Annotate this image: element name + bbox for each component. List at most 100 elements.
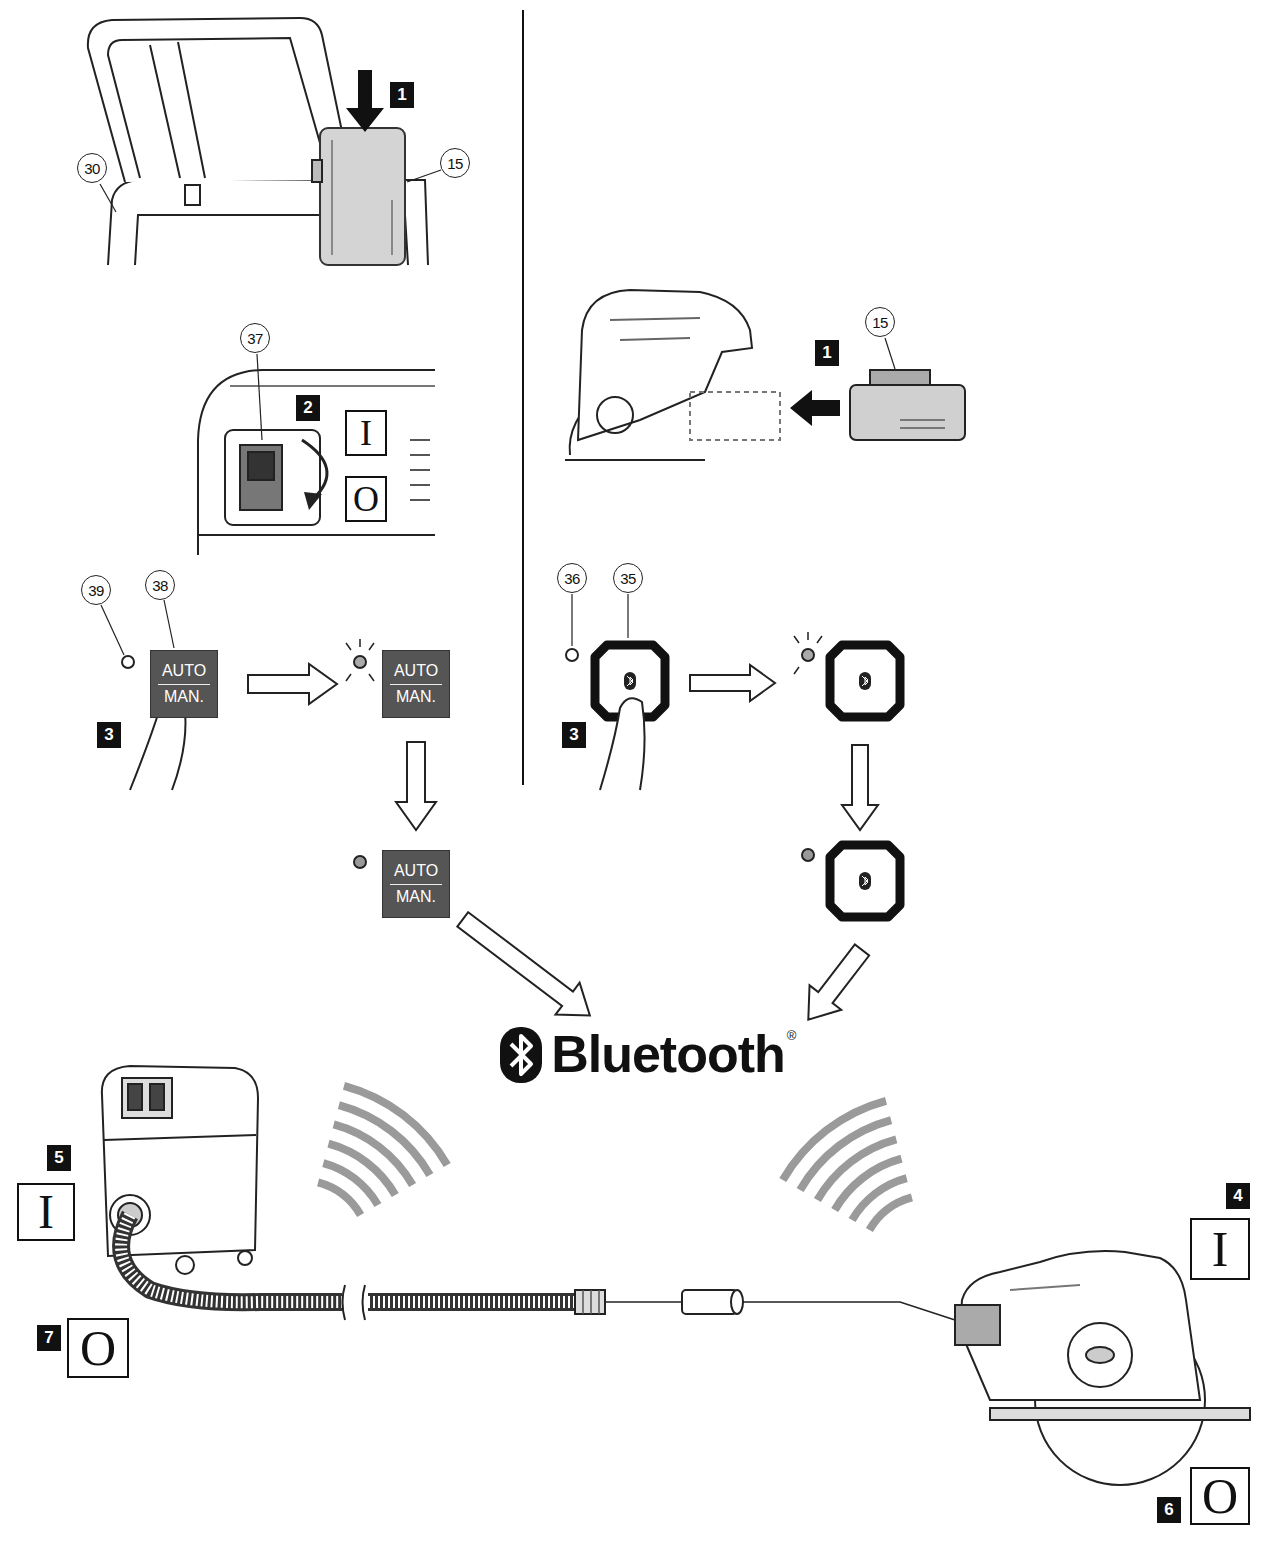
led-on [354, 856, 366, 868]
switch-symbol: I [345, 410, 387, 456]
wave [344, 1086, 447, 1165]
mode-button: AUTO MAN. [382, 650, 450, 718]
switch-symbol: O [67, 1318, 129, 1378]
fit-line [743, 1302, 955, 1320]
callout-number: 37 [240, 323, 270, 353]
wave [339, 1105, 430, 1175]
saw-battery-illustration [565, 290, 965, 460]
body-band [104, 1135, 256, 1140]
button-text: AUTO [158, 662, 210, 680]
wave [318, 1182, 361, 1215]
coupling-ribs [583, 1290, 599, 1314]
step-number: 1 [390, 82, 414, 108]
battery-slot [690, 392, 780, 440]
led-off [566, 649, 578, 661]
wheel [176, 1256, 194, 1274]
insert-arrow [790, 390, 840, 426]
panel-rib [230, 385, 435, 387]
led-off [122, 656, 134, 668]
led-blinking [354, 656, 366, 668]
signal-waves [318, 1086, 912, 1230]
adapter [682, 1290, 737, 1314]
button-text: MAN. [158, 684, 210, 706]
wave [817, 1139, 896, 1200]
callout-number: 30 [77, 153, 107, 183]
flow-arrow [248, 664, 337, 704]
vacuum-lid-illustration [88, 18, 428, 265]
bluetooth-badge: Bluetooth [495, 1024, 789, 1086]
saw-body [578, 290, 752, 440]
logo-rune [511, 1036, 531, 1074]
button-text: AUTO [390, 862, 442, 880]
switch-rocker [248, 452, 274, 480]
mode-button: AUTO MAN. [150, 650, 218, 718]
blink-rays [794, 632, 822, 674]
switch-symbol: O [345, 476, 387, 522]
leader-line [100, 184, 116, 212]
bluetooth-logo [499, 1026, 543, 1084]
callout-number: 36 [557, 563, 587, 593]
step-number: 4 [1226, 1183, 1250, 1209]
bluetooth-button [830, 845, 900, 917]
step-number: 6 [1157, 1497, 1181, 1523]
wave [869, 1197, 912, 1230]
lid-hinge [185, 185, 200, 205]
battery-pack [320, 128, 405, 265]
callout-number: 15 [865, 307, 895, 337]
wave [800, 1120, 891, 1190]
dust-port [955, 1305, 1000, 1345]
wave [783, 1101, 886, 1180]
vents [410, 440, 430, 500]
brand-text: Bluetooth [551, 1026, 785, 1083]
step-number: 3 [97, 722, 121, 748]
step-number: 3 [562, 722, 586, 748]
saw-illustration [955, 1251, 1250, 1485]
flow-arrow-shape [792, 938, 877, 1032]
led-on [802, 849, 814, 861]
main-switch [240, 445, 282, 510]
callout-number: 39 [81, 575, 111, 605]
hose-coupling [575, 1290, 605, 1314]
panel-outline [198, 370, 435, 555]
button-text: MAN. [390, 684, 442, 706]
finger [600, 698, 645, 790]
step-number: 5 [47, 1145, 71, 1171]
leader-line [101, 605, 124, 655]
hose-ribs [121, 1215, 578, 1302]
hose-body [121, 1215, 578, 1302]
lid-ribs [150, 42, 205, 178]
flow-arrow [396, 742, 436, 830]
button-text: AUTO [390, 662, 442, 680]
battery-lines [332, 140, 392, 255]
flow-arrow [457, 912, 590, 1015]
turn-arrow [302, 440, 327, 498]
blink-rays [346, 639, 374, 681]
adapter-end [731, 1290, 743, 1314]
leader-line [571, 594, 572, 646]
leader-line [885, 338, 895, 369]
leader-line [164, 600, 174, 648]
flow-arrow [690, 665, 775, 701]
blade-guard [1068, 1323, 1132, 1387]
battery-latch [312, 160, 322, 182]
step-number: 7 [37, 1325, 61, 1351]
switch-panel-illustration [198, 370, 435, 555]
saw-hub [597, 397, 633, 433]
break-mark [343, 1285, 366, 1320]
divider-line [522, 10, 524, 785]
wave [334, 1124, 413, 1185]
guard-logo [1086, 1347, 1114, 1363]
control-panel [122, 1078, 172, 1118]
base-plate [990, 1408, 1250, 1420]
button-text: MAN. [390, 884, 442, 906]
bluetooth-button [830, 645, 900, 717]
flow-arrow [792, 938, 877, 1032]
panel-switch [150, 1084, 164, 1110]
leader-line [257, 354, 262, 440]
saw-base [565, 459, 705, 461]
panel-edge [198, 534, 435, 536]
switch-symbol: O [1190, 1467, 1250, 1525]
